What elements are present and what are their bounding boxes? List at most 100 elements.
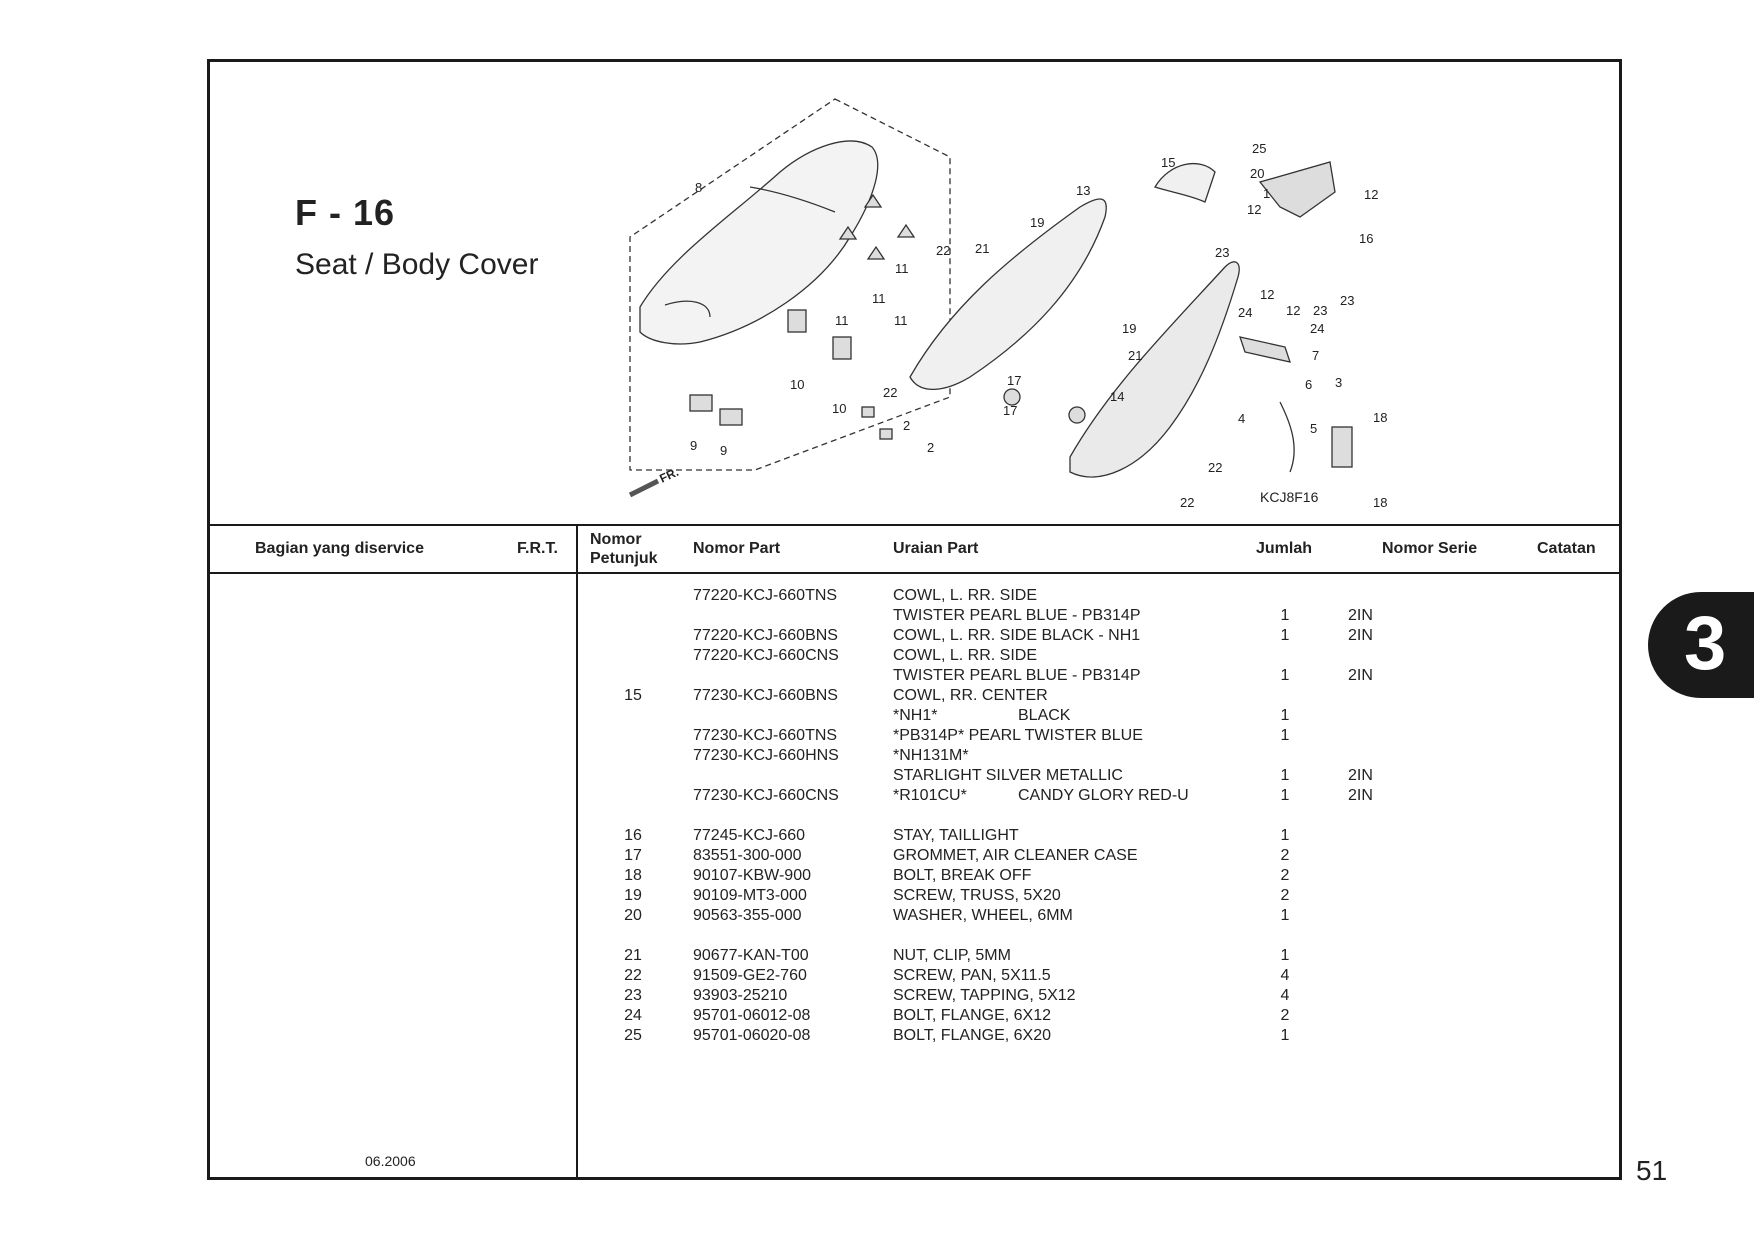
cell-part: 77230-KCJ-660TNS xyxy=(693,727,838,744)
table-top-line xyxy=(210,524,1619,526)
cell-serie: 2IN xyxy=(1348,627,1373,644)
svg-text:1: 1 xyxy=(1263,186,1270,201)
seat-shape xyxy=(639,140,879,345)
svg-text:23: 23 xyxy=(1313,303,1327,318)
cell-desc: COWL, RR. CENTER xyxy=(893,687,1048,704)
cell-desc: COWL, L. RR. SIDE xyxy=(893,647,1038,664)
cell-qty: 1 xyxy=(1280,727,1290,744)
svg-text:12: 12 xyxy=(1260,287,1274,302)
side-cowl-14 xyxy=(1069,261,1240,478)
cell-qty: 1 xyxy=(1280,707,1290,724)
svg-text:15: 15 xyxy=(1161,155,1175,170)
svg-text:18: 18 xyxy=(1373,410,1387,425)
cell-desc: NUT, CLIP, 5MM xyxy=(893,947,1011,964)
svg-text:19: 19 xyxy=(1122,321,1136,336)
cell-ref: 19 xyxy=(624,887,642,904)
cell-qty: 1 xyxy=(1280,947,1290,964)
cell-part: 95701-06012-08 xyxy=(693,1007,811,1024)
svg-text:FR.: FR. xyxy=(657,465,680,486)
cell-part: 90109-MT3-000 xyxy=(693,887,807,904)
cell-qty: 2 xyxy=(1280,887,1290,904)
svg-text:11: 11 xyxy=(835,313,849,328)
column-divider xyxy=(576,524,578,1177)
svg-text:11: 11 xyxy=(872,291,886,306)
svg-text:3: 3 xyxy=(1335,375,1342,390)
cell-ref: 25 xyxy=(624,1027,642,1044)
cell-serie: 2IN xyxy=(1348,787,1373,804)
cell-part: 77230-KCJ-660HNS xyxy=(693,747,839,764)
cell-ref: 17 xyxy=(624,847,642,864)
svg-text:24: 24 xyxy=(1310,321,1324,336)
center-cowl-15 xyxy=(1154,163,1216,203)
cell-qty: 4 xyxy=(1280,967,1290,984)
cell-desc: *NH131M* xyxy=(893,747,969,764)
parts-diagram: 8 9 9 10 10 11 11 11 11 2 2 22 22 22 22 … xyxy=(628,98,1387,510)
svg-text:12: 12 xyxy=(1286,303,1300,318)
cell-qty: 2 xyxy=(1280,1007,1290,1024)
cell-part: 77220-KCJ-660CNS xyxy=(693,647,839,664)
svg-text:24: 24 xyxy=(1238,305,1252,320)
svg-text:2: 2 xyxy=(903,418,910,433)
cell-ref: 24 xyxy=(624,1007,642,1024)
cell-desc: BOLT, FLANGE, 6X20 xyxy=(893,1027,1051,1044)
cell-desc: STAY, TAILLIGHT xyxy=(893,827,1019,844)
cell-part: 91509-GE2-760 xyxy=(693,967,807,984)
section-title: Seat / Body Cover xyxy=(295,248,539,281)
svg-text:22: 22 xyxy=(883,385,897,400)
svg-text:16: 16 xyxy=(1359,231,1373,246)
cell-serie: 2IN xyxy=(1348,767,1373,784)
publication-date: 06.2006 xyxy=(365,1153,416,1169)
svg-text:8: 8 xyxy=(695,180,702,195)
svg-text:18: 18 xyxy=(1373,495,1387,510)
cell-part: 90107-KBW-900 xyxy=(693,867,811,884)
svg-text:2: 2 xyxy=(927,440,934,455)
cell-desc: STARLIGHT SILVER METALLIC xyxy=(893,767,1123,784)
cell-part: 77230-KCJ-660CNS xyxy=(693,787,839,804)
svg-text:11: 11 xyxy=(894,313,908,328)
cell-part: 90563-355-000 xyxy=(693,907,802,924)
table-row xyxy=(210,926,1619,946)
svg-text:22: 22 xyxy=(936,243,950,258)
svg-text:23: 23 xyxy=(1340,293,1354,308)
svg-text:4: 4 xyxy=(1238,411,1245,426)
svg-text:11: 11 xyxy=(895,261,909,276)
cell-ref: 21 xyxy=(624,947,642,964)
cell-ref: 15 xyxy=(624,687,642,704)
cell-desc: TWISTER PEARL BLUE - PB314P xyxy=(893,607,1141,624)
cell-desc2: CANDY GLORY RED-U xyxy=(1018,787,1189,804)
cell-part: 95701-06020-08 xyxy=(693,1027,811,1044)
cell-part: 83551-300-000 xyxy=(693,847,802,864)
svg-text:12: 12 xyxy=(1364,187,1378,202)
cell-desc: TWISTER PEARL BLUE - PB314P xyxy=(893,667,1141,684)
svg-text:17: 17 xyxy=(1007,373,1021,388)
cell-part: 77220-KCJ-660BNS xyxy=(693,627,838,644)
header-bagian: Bagian yang diservice xyxy=(255,540,424,557)
table-row: 19 90109-MT3-000 SCREW, TRUSS, 5X20 2 xyxy=(210,886,1619,906)
cell-qty: 1 xyxy=(1280,907,1290,924)
cell-desc: BOLT, BREAK OFF xyxy=(893,867,1032,884)
page-number: 51 xyxy=(1636,1155,1668,1186)
cell-desc2: BLACK xyxy=(1018,707,1071,724)
cell-ref: 23 xyxy=(624,987,642,1004)
svg-text:22: 22 xyxy=(1180,495,1194,510)
svg-text:19: 19 xyxy=(1030,215,1044,230)
svg-text:17: 17 xyxy=(1003,403,1017,418)
table-row: 77230-KCJ-660TNS*PB314P* PEARL TWISTER B… xyxy=(210,726,1619,746)
svg-text:5: 5 xyxy=(1310,421,1317,436)
svg-text:12: 12 xyxy=(1247,202,1261,217)
cell-ref: 22 xyxy=(624,967,642,984)
cell-ref: 20 xyxy=(624,907,642,924)
cell-desc: SCREW, TRUSS, 5X20 xyxy=(893,887,1061,904)
svg-text:21: 21 xyxy=(1128,348,1142,363)
table-row: 77230-KCJ-660CNS*R101CU*CANDY GLORY RED-… xyxy=(210,786,1619,806)
cell-qty: 1 xyxy=(1280,627,1290,644)
